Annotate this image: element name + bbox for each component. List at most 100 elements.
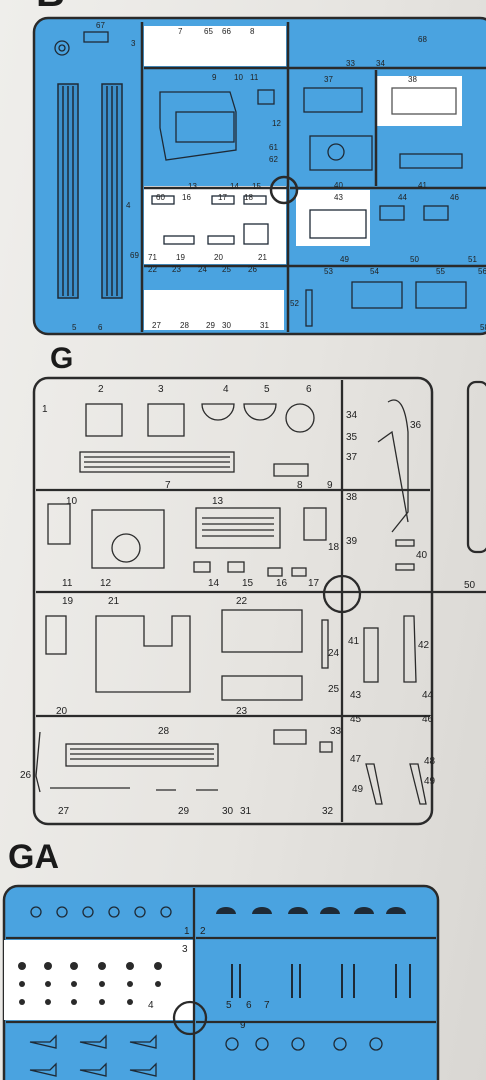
svg-text:35: 35: [346, 432, 358, 443]
svg-text:20: 20: [56, 706, 68, 717]
svg-text:31: 31: [240, 806, 252, 817]
svg-text:15: 15: [252, 182, 261, 191]
section-label-ga: GA: [8, 838, 59, 876]
svg-text:5: 5: [264, 384, 270, 395]
svg-text:42: 42: [418, 640, 430, 651]
svg-text:15: 15: [242, 578, 254, 589]
svg-text:38: 38: [346, 492, 358, 503]
svg-text:7: 7: [264, 1000, 270, 1011]
svg-text:26: 26: [248, 265, 257, 274]
section-label-g: G: [50, 342, 74, 375]
svg-text:31: 31: [260, 321, 269, 330]
svg-text:37: 37: [346, 452, 358, 463]
svg-text:38: 38: [408, 75, 417, 84]
svg-text:18: 18: [328, 542, 340, 553]
svg-text:56: 56: [478, 267, 486, 276]
svg-text:49: 49: [352, 784, 364, 795]
svg-text:33: 33: [346, 59, 355, 68]
svg-text:7: 7: [178, 27, 183, 36]
svg-text:58: 58: [480, 323, 486, 332]
svg-text:9: 9: [212, 73, 217, 82]
svg-text:45: 45: [350, 714, 362, 725]
svg-text:28: 28: [158, 726, 170, 737]
svg-text:54: 54: [370, 267, 379, 276]
svg-text:23: 23: [172, 265, 181, 274]
svg-text:25: 25: [328, 684, 340, 695]
svg-text:13: 13: [188, 182, 197, 191]
svg-text:16: 16: [182, 193, 191, 202]
svg-text:20: 20: [214, 253, 223, 262]
svg-text:41: 41: [418, 181, 427, 190]
svg-text:46: 46: [450, 193, 459, 202]
svg-text:29: 29: [178, 806, 190, 817]
svg-text:5: 5: [226, 1000, 232, 1011]
svg-text:66: 66: [222, 27, 231, 36]
svg-text:49: 49: [340, 255, 349, 264]
svg-text:65: 65: [204, 27, 213, 36]
svg-text:69: 69: [130, 251, 139, 260]
svg-text:18: 18: [244, 193, 253, 202]
svg-text:30: 30: [222, 321, 231, 330]
svg-text:4: 4: [223, 384, 229, 395]
svg-text:11: 11: [62, 578, 73, 589]
svg-text:7: 7: [165, 480, 171, 491]
svg-text:21: 21: [108, 596, 120, 607]
svg-text:47: 47: [350, 754, 362, 765]
svg-text:46: 46: [422, 714, 434, 725]
svg-text:43: 43: [334, 193, 343, 202]
svg-text:53: 53: [324, 267, 333, 276]
svg-text:41: 41: [348, 636, 360, 647]
svg-text:22: 22: [236, 596, 248, 607]
svg-text:6: 6: [306, 384, 312, 395]
svg-text:40: 40: [334, 181, 343, 190]
svg-text:25: 25: [222, 265, 231, 274]
svg-text:9: 9: [240, 1020, 246, 1031]
svg-text:4: 4: [126, 201, 131, 210]
svg-text:2: 2: [98, 384, 104, 395]
svg-text:32: 32: [322, 806, 334, 817]
svg-text:6: 6: [98, 323, 103, 332]
svg-text:17: 17: [218, 193, 227, 202]
svg-text:62: 62: [269, 155, 278, 164]
svg-text:51: 51: [468, 255, 477, 264]
svg-text:49: 49: [424, 776, 436, 787]
svg-text:3: 3: [131, 39, 136, 48]
svg-text:6: 6: [246, 1000, 252, 1011]
svg-text:5: 5: [72, 323, 77, 332]
svg-text:11: 11: [250, 73, 259, 82]
svg-text:29: 29: [206, 321, 215, 330]
svg-text:3: 3: [182, 944, 188, 955]
svg-text:40: 40: [416, 550, 428, 561]
svg-text:10: 10: [66, 496, 78, 507]
svg-text:30: 30: [222, 806, 234, 817]
svg-text:B: B: [36, 0, 65, 15]
svg-text:48: 48: [424, 756, 436, 767]
svg-text:61: 61: [269, 143, 278, 152]
svg-text:43: 43: [350, 690, 362, 701]
sprue-b-diagram: B: [32, 0, 486, 336]
svg-text:8: 8: [250, 27, 255, 36]
svg-text:37: 37: [324, 75, 333, 84]
svg-text:10: 10: [234, 73, 243, 82]
svg-text:24: 24: [198, 265, 207, 274]
svg-text:19: 19: [62, 596, 74, 607]
svg-text:23: 23: [236, 706, 248, 717]
svg-text:22: 22: [148, 265, 157, 274]
svg-text:36: 36: [410, 420, 422, 431]
svg-text:12: 12: [100, 578, 112, 589]
svg-text:34: 34: [346, 410, 358, 421]
svg-text:19: 19: [176, 253, 185, 262]
svg-text:39: 39: [346, 536, 358, 547]
svg-text:52: 52: [290, 299, 299, 308]
svg-text:1: 1: [184, 926, 190, 937]
svg-text:14: 14: [208, 578, 220, 589]
svg-text:14: 14: [230, 182, 239, 191]
svg-text:9: 9: [327, 480, 333, 491]
svg-text:28: 28: [180, 321, 189, 330]
svg-text:1: 1: [42, 404, 48, 415]
svg-text:8: 8: [297, 480, 303, 491]
svg-text:27: 27: [152, 321, 161, 330]
svg-text:44: 44: [398, 193, 407, 202]
